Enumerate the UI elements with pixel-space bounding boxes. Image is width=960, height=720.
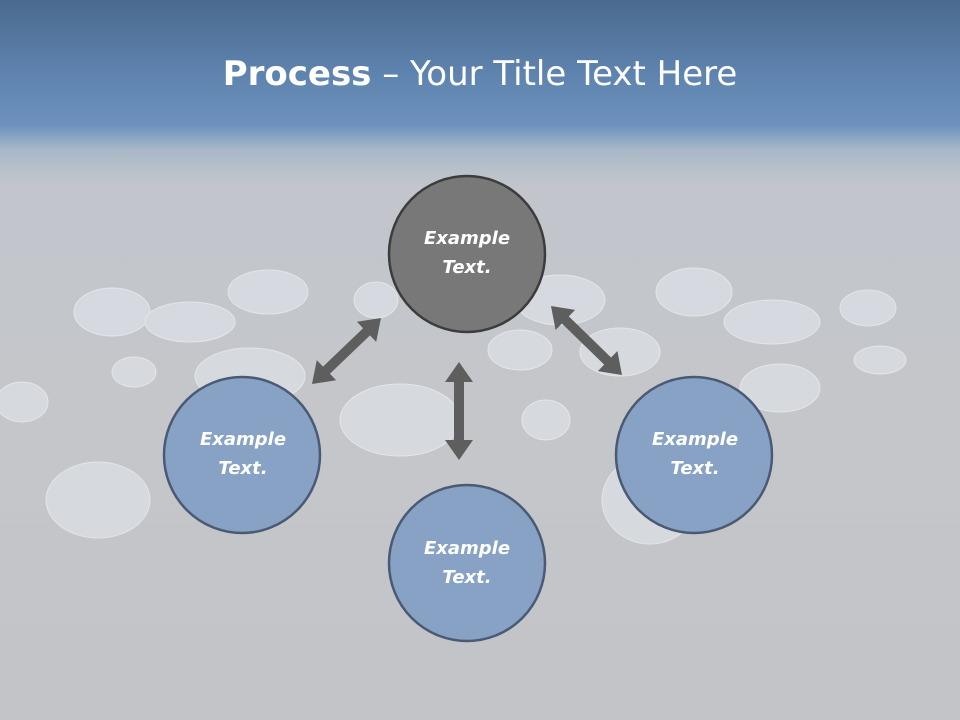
diamond-icon <box>0 381 49 423</box>
bottom-node-line1: Example <box>423 538 511 559</box>
diamond-icon <box>521 399 571 441</box>
title-bold-part: Process <box>222 54 372 94</box>
diamond-icon <box>45 461 151 539</box>
slide-title: Process – Your Title Text Here <box>0 52 960 96</box>
diamond-icon <box>839 289 897 327</box>
right-node-line2: Text. <box>670 458 720 479</box>
right-node-label: Example Text. <box>616 425 774 483</box>
arrow-center-bottom <box>445 362 473 460</box>
left-node-line2: Text. <box>218 458 268 479</box>
center-node-label: Example Text. <box>388 224 546 282</box>
title-rest-part: – Your Title Text Here <box>371 54 738 94</box>
diamond-icon <box>853 345 907 375</box>
bottom-node-line2: Text. <box>442 567 492 588</box>
right-node-line1: Example <box>651 429 739 450</box>
bottom-node-label: Example Text. <box>388 534 546 592</box>
diamond-icon <box>73 287 151 337</box>
left-node-circle <box>162 375 322 535</box>
diamond-icon <box>111 356 157 388</box>
diamond-icon <box>353 281 399 319</box>
center-node-line2: Text. <box>442 257 492 278</box>
diamond-icon <box>723 299 821 345</box>
left-node-line1: Example <box>199 429 287 450</box>
arrow-center-left <box>312 318 381 384</box>
center-node-line1: Example <box>423 228 511 249</box>
center-node-circle <box>387 174 547 334</box>
diamond-icon <box>144 301 236 343</box>
left-node-label: Example Text. <box>164 425 322 483</box>
diamond-icon <box>227 269 309 315</box>
diamond-icon <box>655 267 733 317</box>
diamond-icon <box>487 329 553 371</box>
diamond-icon <box>739 363 821 413</box>
arrow-center-right <box>551 306 622 375</box>
diamond-icon <box>579 327 661 377</box>
bottom-node-circle <box>387 483 547 643</box>
right-node-circle <box>614 375 774 535</box>
